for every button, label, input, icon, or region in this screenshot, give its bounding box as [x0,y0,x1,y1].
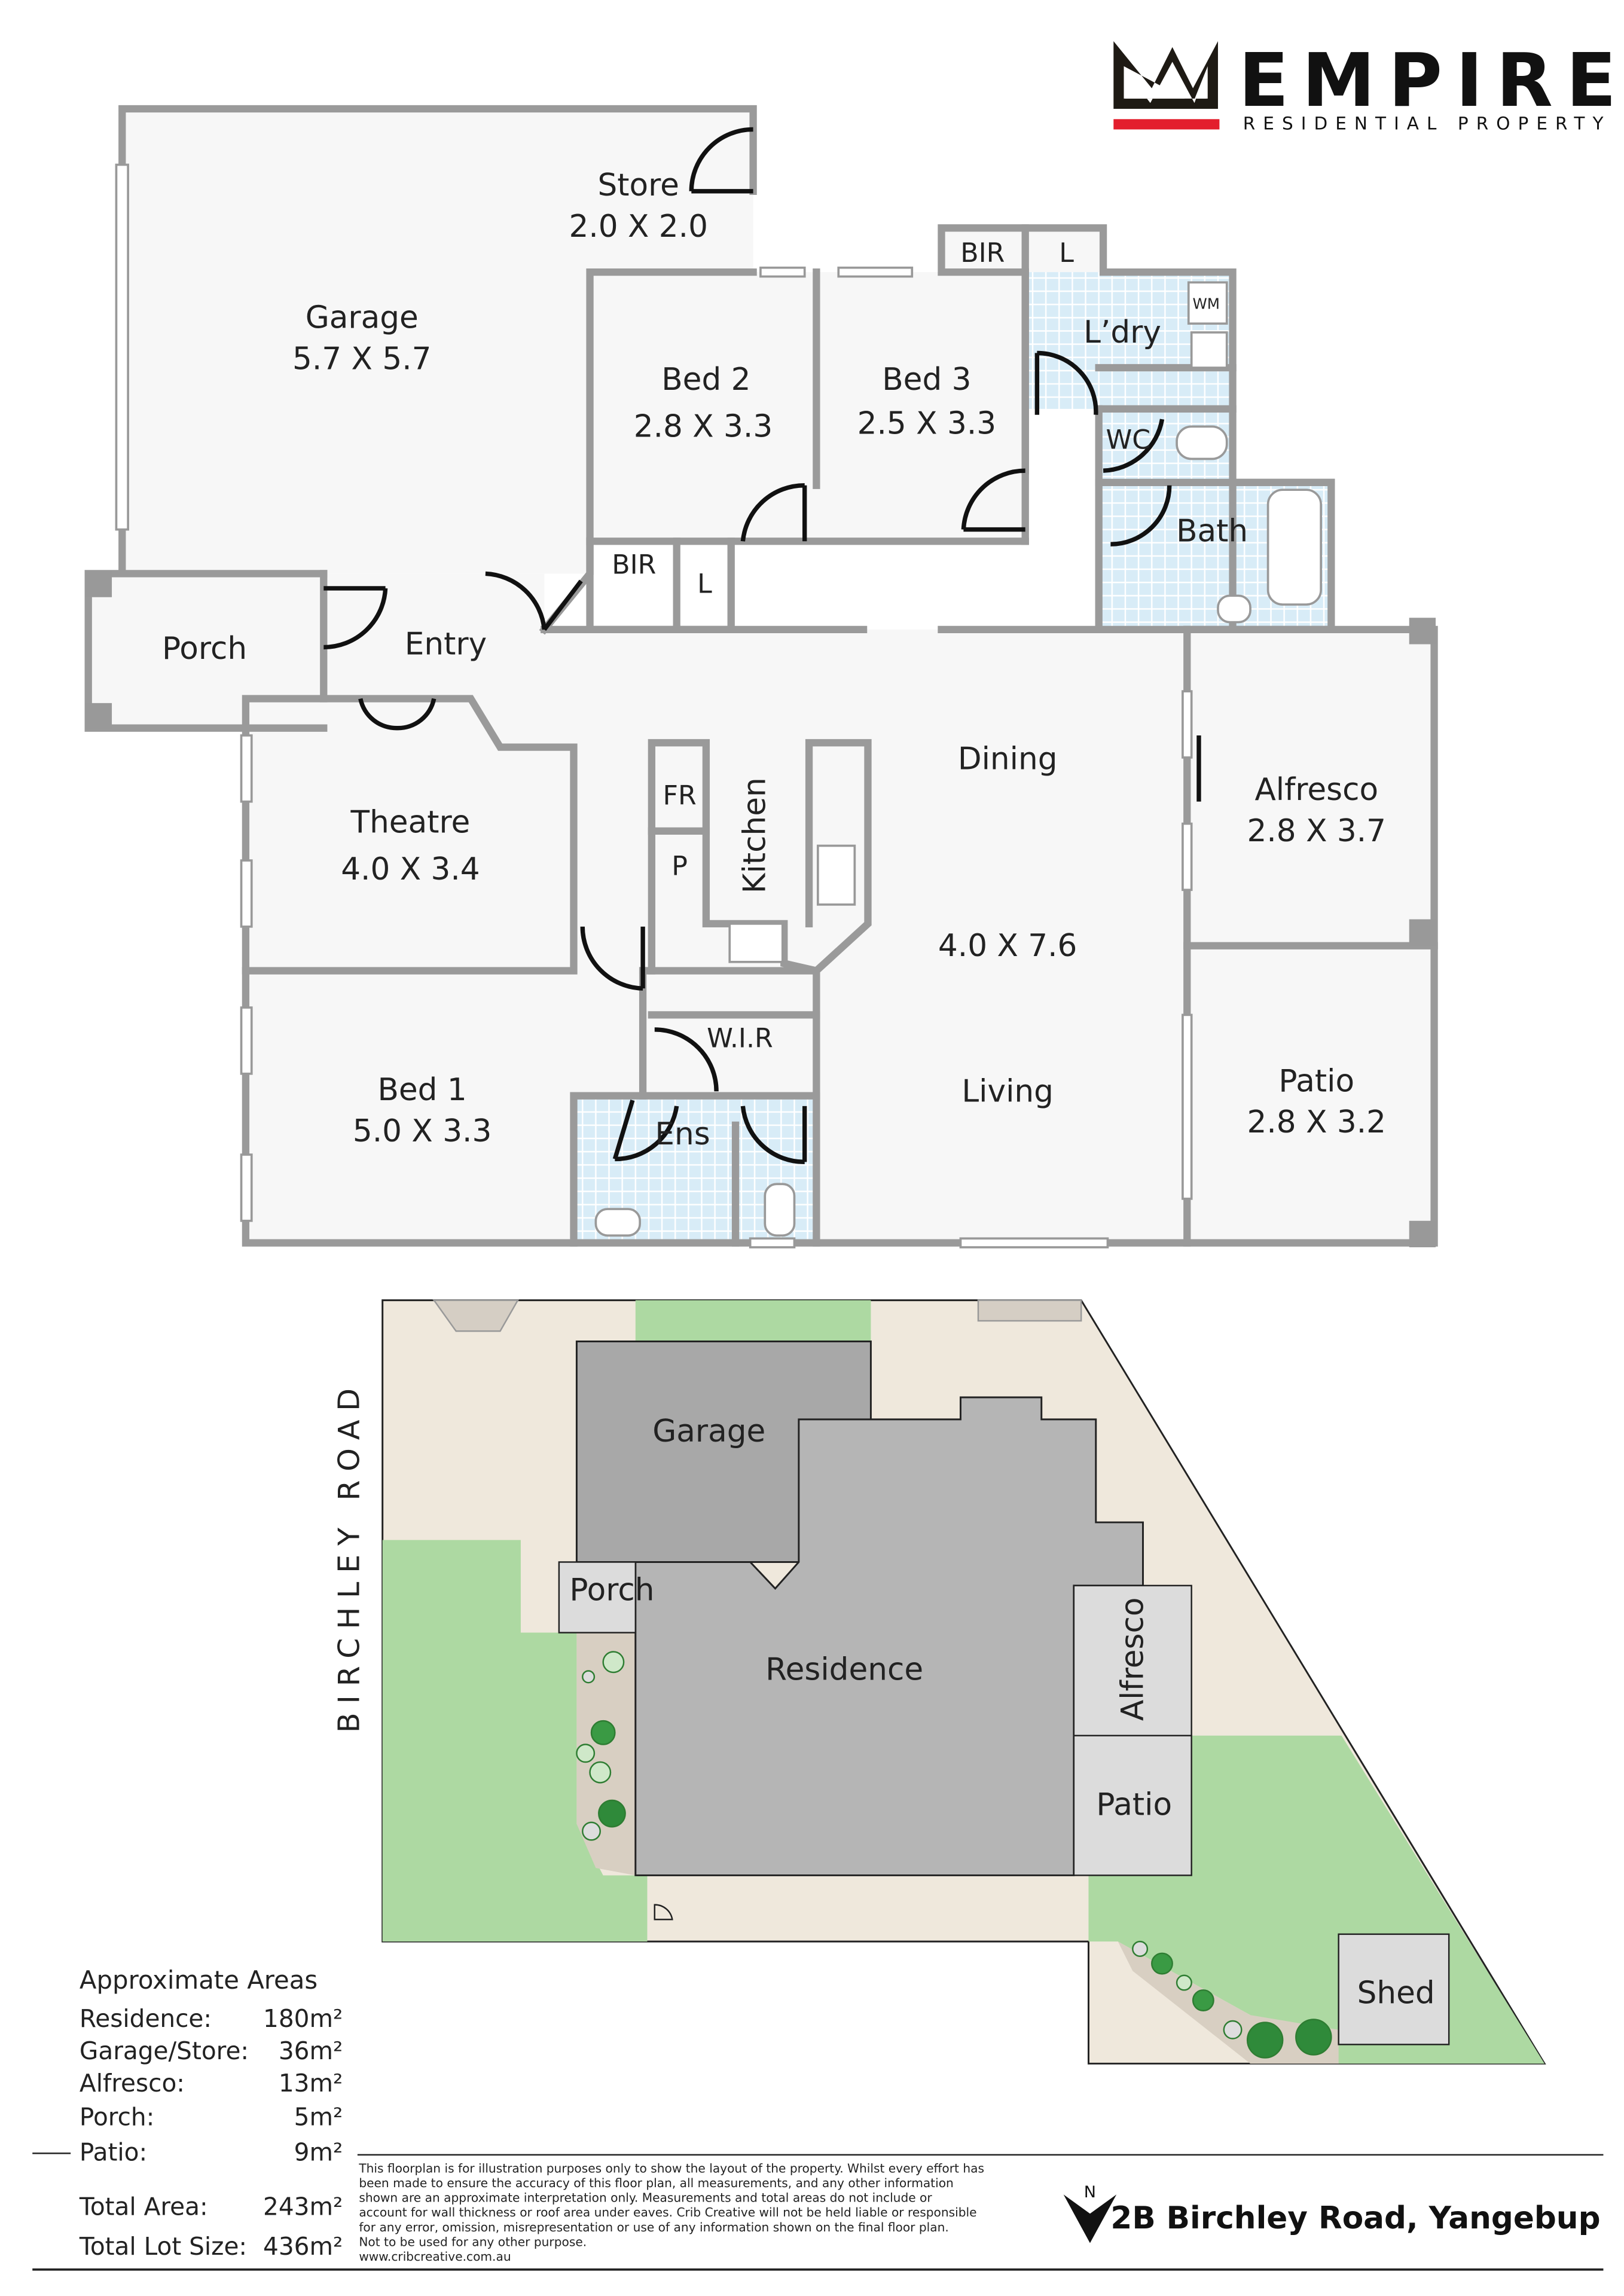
site-label: Garage [652,1413,765,1449]
area-label: Residence: [80,2004,212,2033]
room-size: 2.8 X 3.2 [1247,1104,1386,1140]
room-name: Living [961,1074,1054,1110]
room-name: L [697,569,712,599]
room-name: L’dry [1083,315,1161,350]
room-name: Dining [958,741,1058,777]
room-name: FR [663,781,696,811]
disclaimer-line: account for wall thickness or roof area … [359,2205,976,2219]
room-name: Entry [405,627,487,662]
disclaimer-line: shown are an approximate interpretation … [359,2191,932,2205]
area-value: 9m² [294,2138,343,2167]
room-size: 2.0 X 2.0 [569,209,707,245]
site-label: Alfresco [1115,1598,1150,1721]
room-size: 4.0 X 7.6 [938,928,1077,964]
room-name: Bed 2 [661,362,750,398]
area-value: 36m² [279,2037,343,2065]
area-label: Porch: [80,2103,154,2132]
floor-plan: Store 2.0 X 2.0 Garage 5.7 X 5.7 Bed 2 2… [84,105,1438,1248]
room-size: 5.0 X 3.3 [353,1113,492,1149]
lot-size-label: Total Lot Size: [79,2232,247,2261]
disclaimer-line: This floorplan is for illustration purpo… [358,2161,984,2175]
area-label: Alfresco: [80,2069,185,2097]
street-name: BIRCHLEY ROAD [331,1379,366,1733]
room-size: 4.0 X 3.4 [341,851,480,887]
area-value: 180m² [263,2004,343,2033]
north-label: N [1084,2183,1096,2202]
room-name: BIR [960,238,1005,268]
disclaimer-line: for any error, omission, misrepresentati… [359,2220,948,2234]
room-name: L [1059,238,1074,268]
brand-accent-bar [1113,119,1220,130]
room-name: WM [1193,295,1220,313]
room-name: P [671,851,688,882]
area-label: Garage/Store: [80,2037,249,2065]
brand-name: EMPIRE [1238,38,1624,124]
site-label: Shed [1357,1975,1435,2011]
room-name: Kitchen [737,777,773,893]
brand-tagline: RESIDENTIAL PROPERTY [1243,113,1611,133]
disclaimer-line: been made to ensure the accuracy of this… [359,2176,953,2190]
room-name: Theatre [350,804,471,840]
areas-title: Approximate Areas [80,1965,318,1995]
total-area-value: 243m² [263,2193,343,2221]
room-size: 2.8 X 3.3 [634,409,773,445]
room-name: Alfresco [1254,772,1378,808]
disclaimer: This floorplan is for illustration purpo… [358,2161,984,2264]
lot-size-value: 436m² [263,2232,343,2261]
room-name: BIR [612,549,656,580]
empire-logo: EMPIRE RESIDENTIAL PROPERTY [1113,38,1624,133]
room-name: Bed 1 [377,1072,466,1108]
area-value: 5m² [294,2103,343,2132]
site-label: Porch [569,1572,654,1608]
room-name: Store [597,167,679,203]
areas-table: Approximate Areas Residence: 180m² Garag… [32,1965,343,2261]
room-name: Bath [1176,513,1248,549]
room-size: 5.7 X 5.7 [292,341,431,377]
room-name: Ens [655,1116,710,1152]
room-name: Bed 3 [882,362,971,398]
site-label: Residence [765,1651,923,1687]
room-name: Garage [306,300,419,336]
room-name: Porch [162,631,247,667]
disclaimer-line: www.cribcreative.com.au [359,2249,511,2264]
room-name: Patio [1278,1063,1354,1099]
room-size: 2.8 X 3.7 [1247,813,1386,849]
tree-icons [576,1651,1332,2059]
total-area-label: Total Area: [79,2193,208,2221]
site-plan: Garage Porch Residence Alfresco Patio Sh… [331,1299,1546,2065]
site-label: Patio [1096,1787,1172,1823]
property-address: 2B Birchley Road, Yangebup [1110,2200,1600,2236]
north-arrow-icon: N [1063,2183,1117,2243]
area-value: 13m² [279,2069,343,2097]
room-size: 2.5 X 3.3 [857,406,996,442]
room-name: WC [1106,425,1151,455]
room-name: W.I.R [707,1023,773,1054]
area-label: Patio: [80,2138,147,2167]
disclaimer-line: Not to be used for any other purpose. [359,2234,587,2249]
